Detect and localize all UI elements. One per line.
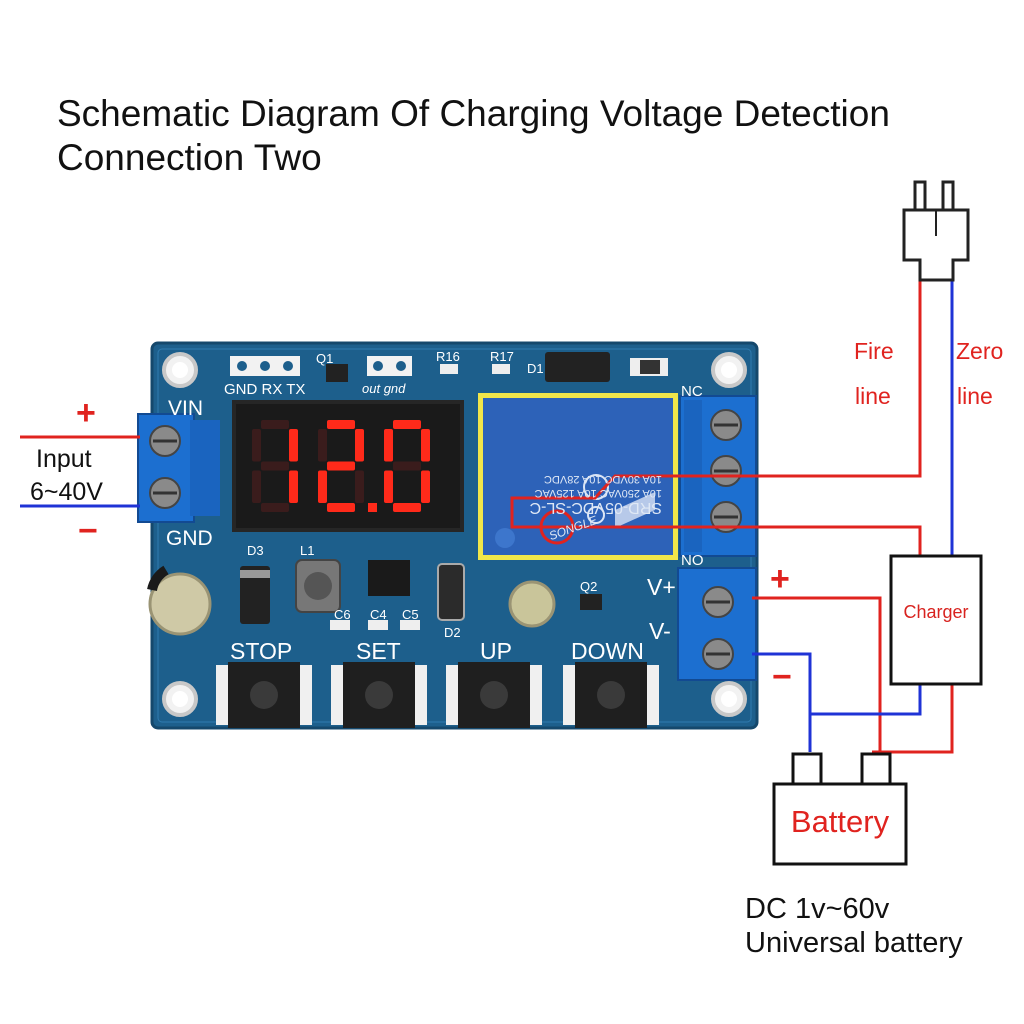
c5-label: C5 [402, 607, 419, 622]
relay-contact-marker [539, 509, 575, 545]
d2-label: D2 [444, 625, 461, 640]
seven-segment-display [232, 400, 464, 532]
header-gnd: GND [224, 381, 258, 398]
display-digit-0-segment-d [261, 503, 289, 512]
d1-label: D1 [527, 361, 544, 376]
display-digit-0-segment-f [252, 429, 261, 462]
title-line-2: Connection Two [57, 137, 322, 178]
down-label: DOWN [571, 638, 644, 664]
c4-label: C4 [370, 607, 387, 622]
detection-terminal-block [677, 567, 757, 681]
vplus-label: V+ [647, 574, 676, 600]
display-digit-2-segment-g [393, 461, 421, 471]
display-digit-1-segment-e [318, 470, 327, 503]
up-button[interactable] [446, 662, 542, 728]
c6-label: C6 [334, 607, 351, 622]
fire-line-wire [510, 272, 922, 556]
push-buttons [216, 662, 659, 728]
l1-label: L1 [300, 543, 315, 558]
q1-label: Q1 [316, 351, 334, 366]
set-label: SET [356, 638, 401, 664]
nc-label: NC [681, 383, 703, 400]
zero-line-label-1: Zero [956, 338, 1004, 364]
up-label: UP [480, 638, 512, 664]
out-labels: out gnd [362, 382, 405, 395]
output-plus-sign: + [770, 560, 790, 598]
input-label: Input [36, 445, 92, 473]
vplus-wire [752, 596, 882, 752]
q2-label: Q2 [580, 579, 598, 594]
r16-label: R16 [436, 349, 460, 364]
display-digit-2-segment-b [421, 429, 430, 462]
relay-model: SRD-05VDC-SL-C [529, 499, 662, 516]
display-digit-2-segment-e [384, 470, 393, 503]
stop-button[interactable] [216, 662, 312, 728]
diagram-title: Schematic Diagram Of Charging Voltage De… [57, 92, 997, 180]
fire-line-label-1: Fire [854, 338, 894, 364]
out-label: out [362, 381, 381, 396]
charger-minus-wire [810, 684, 922, 716]
charger-box [889, 554, 983, 686]
charger-label: Charger [903, 602, 969, 622]
display-digit-1-segment-g [327, 461, 355, 471]
display-digit-1-segment-b [355, 429, 364, 462]
display-digit-0-segment-c [289, 470, 298, 503]
battery-label: Battery [790, 804, 890, 839]
fire-line-label-2: line [855, 383, 891, 409]
title-line-1: Schematic Diagram Of Charging Voltage De… [57, 93, 890, 134]
display-digit-0-segment-g [261, 461, 289, 471]
d3-label: D3 [247, 543, 264, 558]
display-decimal-point [368, 503, 377, 512]
mounting-holes [162, 352, 747, 717]
input-minus-sign: − [78, 512, 98, 550]
header-rx: RX [261, 381, 283, 398]
header-tx: TX [286, 381, 306, 398]
vminus-label: V- [649, 618, 671, 644]
r17-label: R17 [490, 349, 514, 364]
out-gnd-label: gnd [383, 381, 406, 396]
relay-rating-1: 10A 250VAC 10A 125VAC [534, 487, 662, 499]
pcb-components [147, 559, 602, 636]
input-range-label: 6~40V [30, 478, 103, 506]
input-plus-sign: + [76, 394, 96, 432]
battery-spec: DC 1v~60v Universal battery [745, 892, 963, 960]
vminus-wire [752, 652, 812, 752]
display-digit-2-segment-c [421, 470, 430, 503]
display-digit-1-segment-f [318, 429, 327, 462]
set-button[interactable] [331, 662, 427, 728]
battery-voltage-range: DC 1v~60v [745, 893, 890, 925]
header-labels: GND RX TX [224, 382, 305, 397]
stop-label: STOP [230, 638, 293, 664]
display-digit-0-segment-e [252, 470, 261, 503]
down-button[interactable] [563, 662, 659, 728]
display-digit-0-segment-b [289, 429, 298, 462]
input-terminal-block [137, 413, 220, 523]
display-digit-1-segment-c [355, 470, 364, 503]
vin-label: VIN [168, 397, 204, 420]
charger-plus-wire [872, 684, 954, 754]
display-digit-0-segment-a [261, 420, 289, 429]
battery-type: Universal battery [745, 927, 963, 959]
serial-header [230, 356, 412, 376]
relay-markings: SRD-05VDC-SL-C 10A 250VAC 10A 125VAC 10A… [512, 472, 662, 516]
gnd-label: GND [166, 527, 213, 550]
no-label: NO [681, 552, 704, 569]
display-digit-1-segment-d [327, 503, 355, 512]
ac-plug-icon [902, 180, 970, 282]
display-digit-2-segment-f [384, 429, 393, 462]
display-digit-1-segment-a [327, 420, 355, 429]
battery-icon [772, 752, 908, 866]
relay-rating-2: 10A 30VDC 10A 28VDC [543, 473, 662, 485]
output-minus-sign: − [772, 658, 792, 696]
zero-line-label-2: line [957, 383, 993, 409]
display-digit-2-segment-d [393, 503, 421, 512]
display-digit-2-segment-a [393, 420, 421, 429]
